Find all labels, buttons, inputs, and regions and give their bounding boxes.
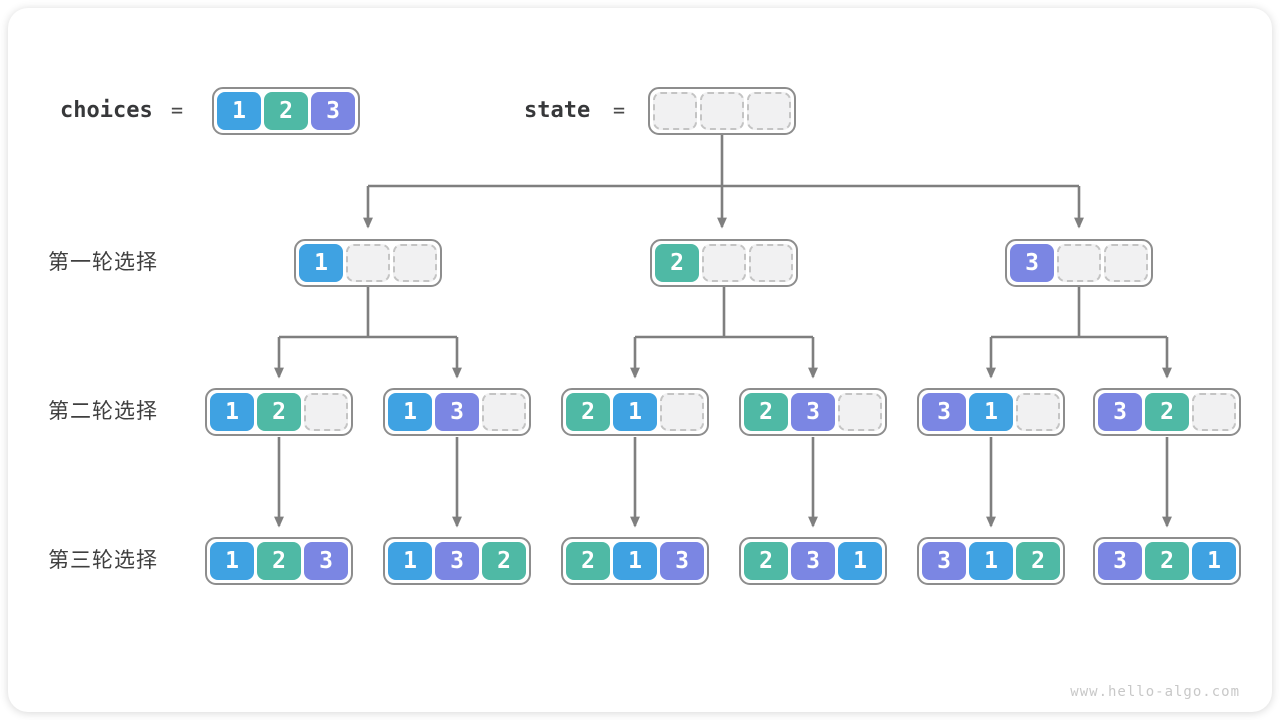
state-cell: 2 <box>655 244 699 282</box>
state-cell: 1 <box>1192 542 1236 580</box>
state-cell <box>653 92 697 130</box>
choices-cell: 3 <box>311 92 355 130</box>
state-cell: 3 <box>1010 244 1054 282</box>
state-cell: 1 <box>210 542 254 580</box>
tree-node-r2-n4: 2 3 <box>739 388 887 436</box>
state-cell <box>304 393 348 431</box>
round-3-label: 第三轮选择 <box>48 549 158 572</box>
tree-node-r3-n3: 2 1 3 <box>561 537 709 585</box>
state-cell: 2 <box>1145 393 1189 431</box>
tree-node-r3-n5: 3 1 2 <box>917 537 1065 585</box>
state-label: state <box>524 98 591 123</box>
state-cell: 2 <box>744 542 788 580</box>
tree-node-r3-n4: 2 3 1 <box>739 537 887 585</box>
tree-node-r1-n3: 3 <box>1005 239 1153 287</box>
choices-array: 1 2 3 <box>212 87 360 135</box>
state-cell: 1 <box>969 542 1013 580</box>
state-cell: 1 <box>969 393 1013 431</box>
state-cell <box>700 92 744 130</box>
tree-node-r3-n2: 1 3 2 <box>383 537 531 585</box>
state-cell: 2 <box>566 393 610 431</box>
state-cell <box>1057 244 1101 282</box>
state-cell: 3 <box>304 542 348 580</box>
state-cell: 1 <box>613 542 657 580</box>
choices-cell: 1 <box>217 92 261 130</box>
state-cell: 3 <box>660 542 704 580</box>
tree-node-r2-n2: 1 3 <box>383 388 531 436</box>
tree-node-r3-n6: 3 2 1 <box>1093 537 1241 585</box>
state-cell <box>747 92 791 130</box>
tree-node-r2-n5: 3 1 <box>917 388 1065 436</box>
state-cell: 2 <box>482 542 526 580</box>
state-cell <box>393 244 437 282</box>
state-cell: 2 <box>744 393 788 431</box>
state-cell <box>482 393 526 431</box>
state-equals-sign: = <box>613 98 626 122</box>
state-cell: 2 <box>566 542 610 580</box>
state-cell: 3 <box>922 542 966 580</box>
watermark: www.hello-algo.com <box>1070 684 1240 700</box>
state-cell: 3 <box>791 542 835 580</box>
choices-equals-sign: = <box>171 98 184 122</box>
state-cell: 1 <box>838 542 882 580</box>
state-cell <box>749 244 793 282</box>
state-cell <box>1104 244 1148 282</box>
state-cell <box>1192 393 1236 431</box>
state-cell: 3 <box>435 393 479 431</box>
state-cell: 1 <box>299 244 343 282</box>
figure-card <box>8 8 1272 712</box>
tree-node-r1-n2: 2 <box>650 239 798 287</box>
state-cell: 2 <box>257 393 301 431</box>
tree-node-r2-n1: 1 2 <box>205 388 353 436</box>
state-cell: 2 <box>1016 542 1060 580</box>
round-2-label: 第二轮选择 <box>48 400 158 423</box>
state-cell: 1 <box>613 393 657 431</box>
tree-node-r3-n1: 1 2 3 <box>205 537 353 585</box>
state-array-root <box>648 87 796 135</box>
state-cell: 1 <box>388 542 432 580</box>
tree-node-r2-n3: 2 1 <box>561 388 709 436</box>
state-cell: 3 <box>1098 542 1142 580</box>
state-cell: 2 <box>1145 542 1189 580</box>
state-cell: 3 <box>1098 393 1142 431</box>
state-cell <box>702 244 746 282</box>
state-cell: 3 <box>922 393 966 431</box>
choices-label: choices <box>60 98 153 123</box>
round-1-label: 第一轮选择 <box>48 251 158 274</box>
state-cell: 3 <box>791 393 835 431</box>
state-cell: 2 <box>257 542 301 580</box>
choices-cell: 2 <box>264 92 308 130</box>
state-cell <box>346 244 390 282</box>
state-cell <box>660 393 704 431</box>
state-cell: 1 <box>388 393 432 431</box>
tree-node-r1-n1: 1 <box>294 239 442 287</box>
state-cell: 1 <box>210 393 254 431</box>
tree-node-r2-n6: 3 2 <box>1093 388 1241 436</box>
state-cell: 3 <box>435 542 479 580</box>
state-cell <box>838 393 882 431</box>
state-cell <box>1016 393 1060 431</box>
